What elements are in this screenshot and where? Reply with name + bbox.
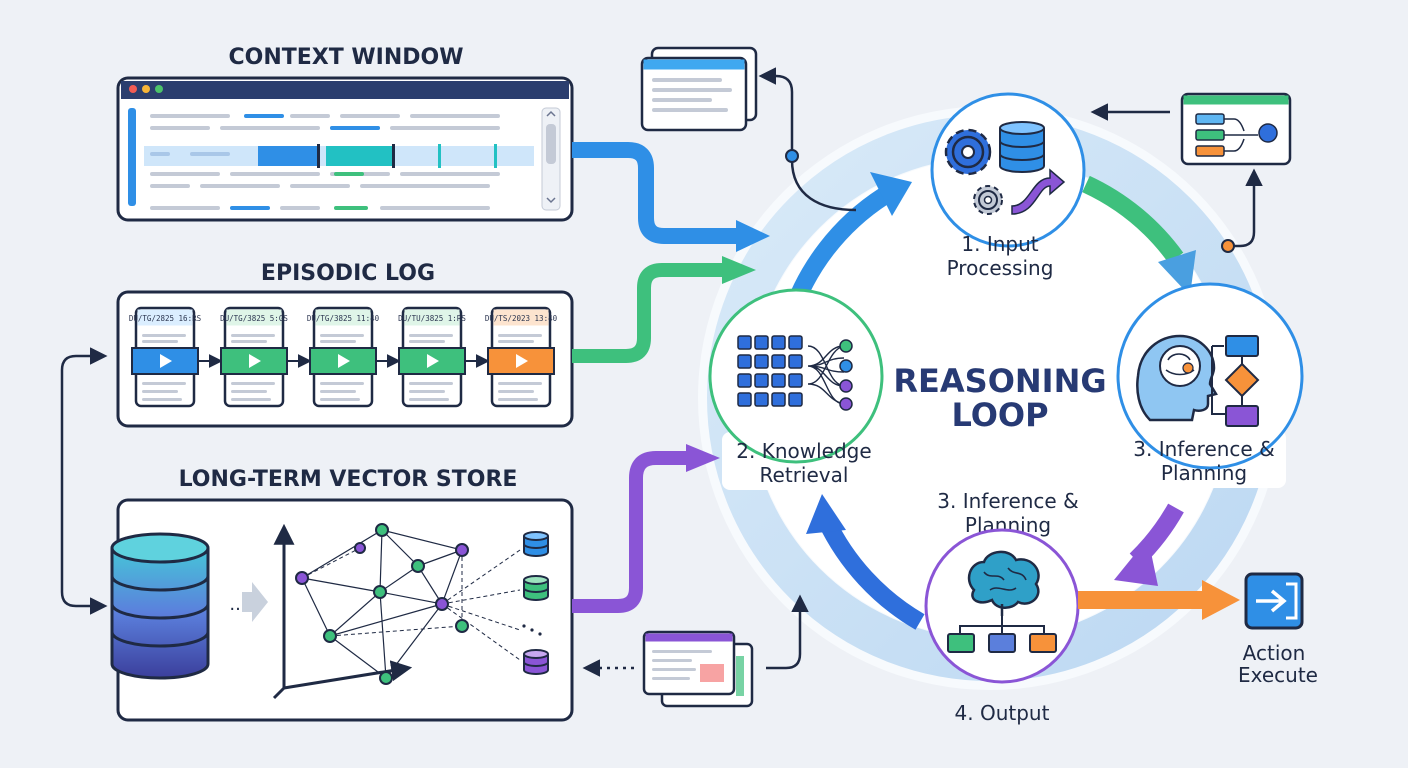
head-brain-icon — [1136, 334, 1218, 422]
vector-graph — [272, 523, 549, 700]
episode-timestamp: DU/TG/3825 5:GS — [220, 314, 288, 323]
database-icon — [110, 532, 210, 680]
vector-to-loop-arrow — [572, 451, 690, 613]
grid-cell — [771, 354, 786, 369]
memory-link-connector — [60, 347, 108, 615]
grid-cell — [737, 373, 752, 388]
brain-icon — [967, 550, 1040, 616]
window-top-right-icon — [1180, 92, 1292, 166]
database-stack-icon — [999, 121, 1045, 173]
grid-cell — [788, 335, 803, 350]
episode-card[interactable]: DU/TG/3825 5:GS — [220, 306, 288, 408]
output-flow-icon — [947, 616, 1057, 653]
stage-inference-right — [1116, 282, 1304, 488]
episode-card[interactable]: DU/TS/2023 13:40 — [485, 306, 558, 408]
episode-timestamp: DU/TS/2023 13:40 — [485, 314, 558, 323]
window-bottom-connector — [766, 594, 809, 670]
knowledge-grid-icon — [737, 335, 803, 407]
episodic-to-loop-arrow — [572, 263, 726, 363]
grid-cell — [754, 354, 769, 369]
context-to-loop-arrow — [572, 142, 740, 244]
play-icon[interactable] — [427, 354, 439, 368]
grid-cell — [754, 373, 769, 388]
scroll-down-icon[interactable] — [546, 197, 556, 204]
grid-cell — [737, 335, 752, 350]
stage-input-label-2: Processing — [947, 256, 1054, 280]
cycle-arrow-input-to-inference — [1082, 175, 1184, 264]
context-window-panel — [116, 76, 574, 222]
action-execute-icon[interactable] — [1244, 572, 1304, 630]
stage-input-processing — [930, 92, 1086, 248]
grid-cell — [788, 354, 803, 369]
play-icon[interactable] — [160, 354, 172, 368]
grid-cell — [771, 335, 786, 350]
grid-cell — [788, 392, 803, 407]
stage-inference-right-label-2: Planning — [1161, 461, 1247, 485]
episodic-log-title: EPISODIC LOG — [261, 261, 435, 286]
window-bottom-icon — [642, 630, 754, 708]
stage-inference-right-label-1: 3. Inference & — [1133, 437, 1274, 461]
episode-card[interactable]: DU/TG/3825 11:40 — [307, 306, 380, 408]
grid-cell — [788, 373, 803, 388]
play-icon[interactable] — [249, 354, 261, 368]
play-icon[interactable] — [338, 354, 350, 368]
vector-store-panel: ... — [110, 498, 574, 722]
stage-knowledge-retrieval — [708, 288, 888, 490]
action-label-1: Action — [1243, 641, 1306, 665]
flowchart-icon — [1211, 335, 1260, 427]
play-icon[interactable] — [516, 354, 528, 368]
grid-cell — [737, 392, 752, 407]
vector-store-title: LONG-TERM VECTOR STORE — [179, 467, 518, 492]
episode-timestamp: DU/TG/3825 11:40 — [307, 314, 380, 323]
stage-output — [924, 528, 1080, 684]
episode-timestamp: DU/TG/2825 16:RS — [129, 314, 202, 323]
process-flow-arrow-icon — [1011, 168, 1066, 215]
loop-title-line1: REASONING — [893, 362, 1106, 400]
context-window-title: CONTEXT WINDOW — [228, 45, 463, 70]
episode-card[interactable]: DU/TU/3825 1:RS — [398, 306, 466, 408]
grid-cell — [754, 335, 769, 350]
vector-arrow-icon — [242, 582, 268, 622]
window-top-left-icon — [640, 46, 758, 132]
gear-icon — [944, 128, 992, 176]
grid-cell — [737, 354, 752, 369]
window-minimize-dot — [142, 85, 150, 93]
cycle-arrow-output-to-retrieval — [817, 516, 925, 630]
vector-db-icons — [523, 531, 549, 675]
grid-cell — [771, 373, 786, 388]
grid-cell — [771, 392, 786, 407]
window-top-right-out-connector — [1230, 168, 1263, 248]
context-scrollbar[interactable] — [541, 107, 561, 211]
stage-retrieval-label-1: 2. Knowledge — [736, 439, 871, 463]
stage-retrieval-label-2: Retrieval — [760, 463, 849, 487]
scrollbar-thumb[interactable] — [546, 124, 556, 164]
scroll-up-icon[interactable] — [546, 110, 556, 117]
episodic-log-panel: DU/TG/2825 16:RS DU/TG/3825 5:GS DU/TG/382… — [116, 290, 574, 428]
episode-timestamp: DU/TU/3825 1:RS — [398, 314, 466, 323]
episode-card[interactable]: DU/TG/2825 16:RS — [129, 306, 202, 408]
stage-input-label-1: 1. Input — [961, 232, 1038, 256]
loop-title-line2: LOOP — [951, 396, 1048, 434]
stage-output-label: 4. Output — [955, 701, 1050, 725]
action-label-2: Execute — [1238, 663, 1318, 687]
stage-inference-bottom-label-1: 3. Inference & — [937, 489, 1078, 513]
window-maximize-dot — [155, 85, 163, 93]
gear-small-icon — [973, 185, 1003, 215]
window-close-dot — [129, 85, 137, 93]
grid-cell — [754, 392, 769, 407]
